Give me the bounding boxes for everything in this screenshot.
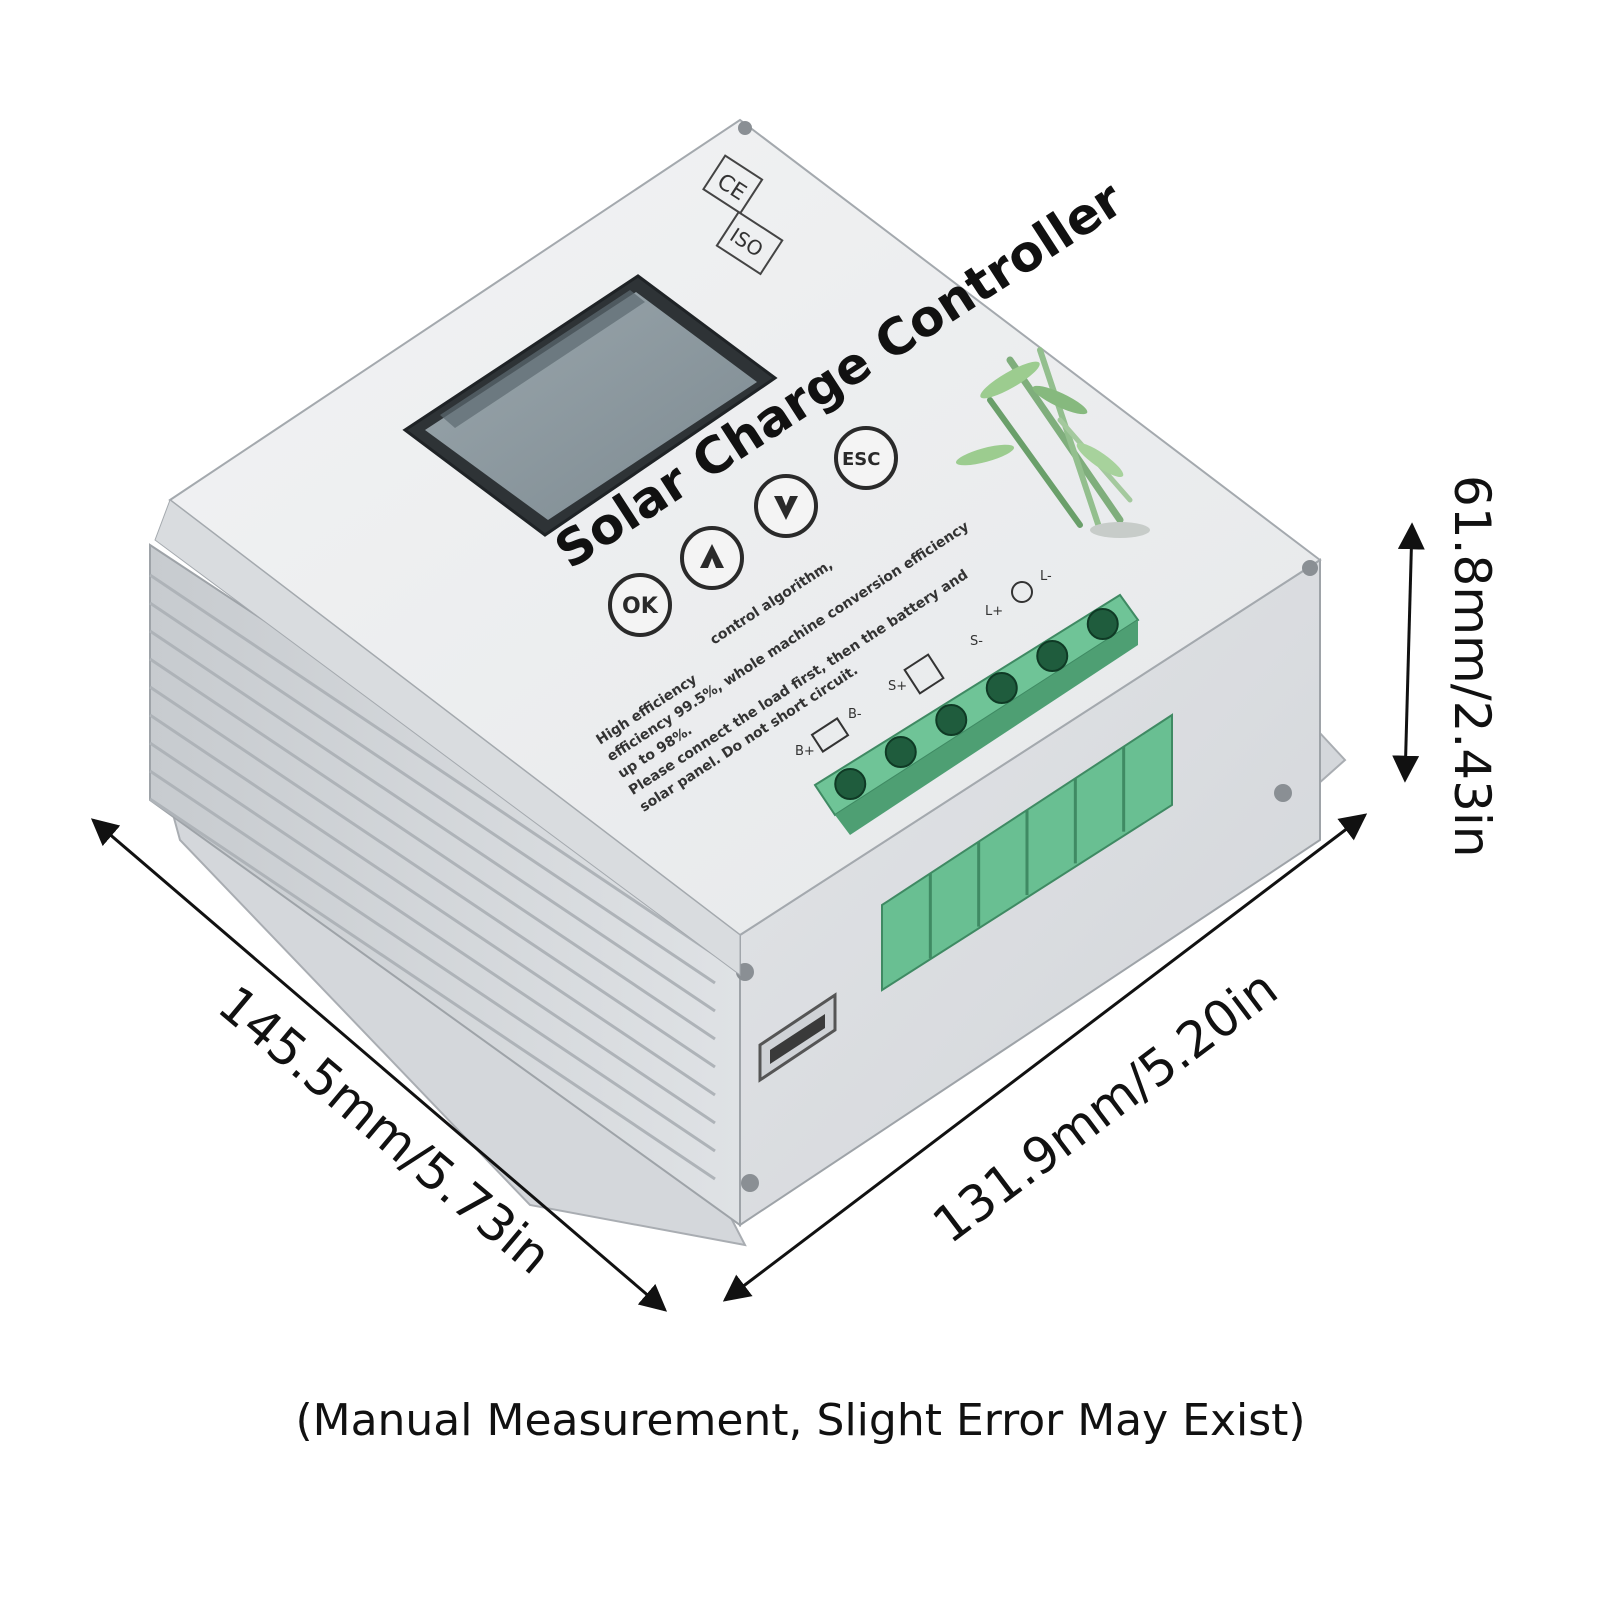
terminal-screw-icon[interactable] bbox=[884, 736, 917, 768]
ok-button-label: OK bbox=[622, 594, 659, 619]
lcd-display bbox=[402, 274, 778, 537]
terminal-label-l-plus: L+ bbox=[985, 604, 1003, 619]
terminal-block-upper bbox=[813, 593, 1140, 835]
terminal-label-b-plus: B+ bbox=[795, 744, 815, 759]
up-button[interactable] bbox=[680, 526, 744, 590]
ok-button[interactable]: OK bbox=[608, 573, 672, 637]
esc-button-label: ESC bbox=[842, 449, 880, 470]
esc-button[interactable]: ESC bbox=[834, 426, 898, 490]
terminal-labels: B+ B- S+ S- L+ L- bbox=[795, 569, 1052, 759]
battery-icon bbox=[810, 717, 850, 753]
bamboo-decoration bbox=[955, 347, 1150, 538]
width-arrow bbox=[722, 813, 1368, 1302]
solar-panel-icon bbox=[903, 653, 945, 695]
terminal-label-b-minus: B- bbox=[848, 707, 862, 722]
dimension-arrows bbox=[90, 522, 1425, 1312]
terminal-screw-icon[interactable] bbox=[985, 672, 1018, 704]
control-buttons: OK ESC bbox=[608, 426, 898, 637]
terminal-screw-icon[interactable] bbox=[1086, 608, 1119, 640]
iso-mark-icon bbox=[715, 210, 784, 276]
ce-mark-icon bbox=[702, 154, 764, 215]
screw-icon bbox=[738, 121, 752, 135]
arrow-down-icon bbox=[774, 496, 798, 520]
screw-icon bbox=[1274, 784, 1292, 802]
terminal-screw-icon[interactable] bbox=[834, 768, 867, 800]
terminal-label-s-plus: S+ bbox=[888, 679, 907, 694]
height-dimension-label: 61.8mm/2.43in bbox=[1443, 475, 1501, 858]
screw-icon bbox=[1302, 560, 1318, 576]
terminal-screw-icon[interactable] bbox=[935, 704, 968, 736]
length-arrow bbox=[90, 818, 668, 1312]
terminal-label-l-minus: L- bbox=[1040, 569, 1052, 584]
screw-icon bbox=[741, 1174, 759, 1192]
terminal-label-s-minus: S- bbox=[970, 634, 983, 649]
measurement-caption: (Manual Measurement, Slight Error May Ex… bbox=[295, 1395, 1306, 1446]
arrow-up-icon bbox=[700, 544, 724, 568]
down-button[interactable] bbox=[754, 474, 818, 538]
terminal-screw-icon[interactable] bbox=[1036, 640, 1069, 672]
height-arrow bbox=[1392, 522, 1425, 783]
light-bulb-icon bbox=[1011, 581, 1033, 603]
